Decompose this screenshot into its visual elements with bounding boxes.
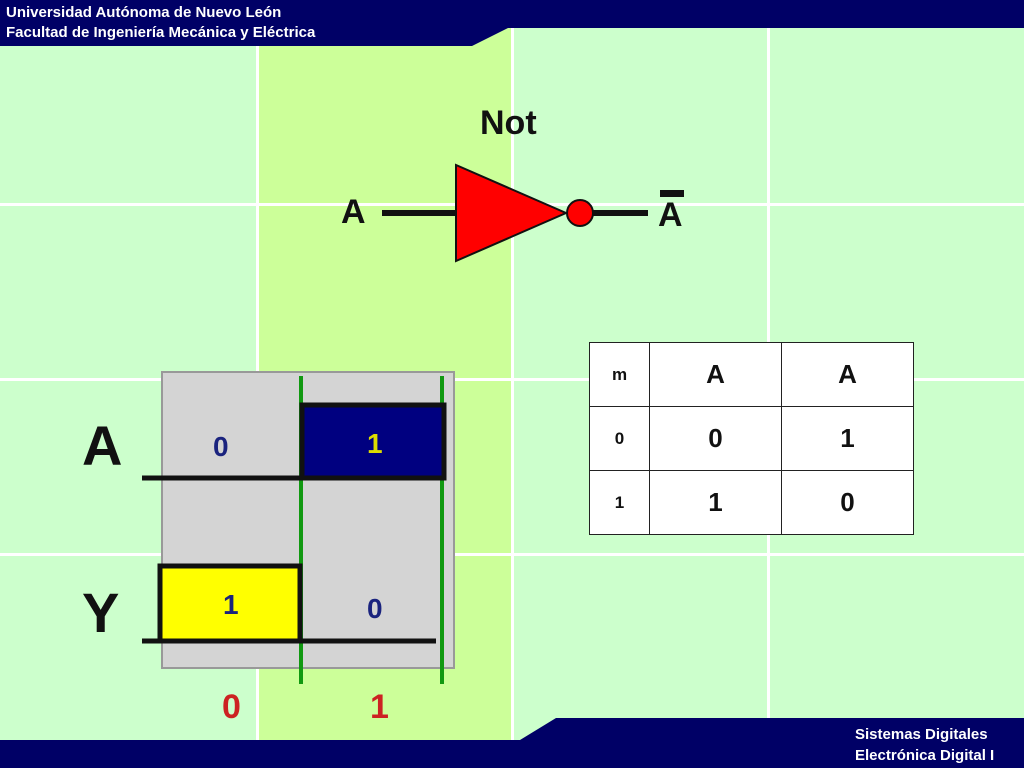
table-row: 1 1 0 [589, 470, 914, 535]
inversion-bubble [566, 199, 594, 227]
header-university: Universidad Autónoma de Nuevo León [6, 4, 282, 21]
table-header-cell: A [649, 342, 782, 407]
not-gate-symbol [382, 163, 648, 263]
table-header-row: m A A [589, 342, 914, 407]
a-high-pulse [299, 402, 447, 481]
table-header-cell: A [781, 342, 914, 407]
a-value-label: 1 [367, 428, 383, 459]
table-header-cell: m [589, 342, 650, 407]
gate-title: Not [480, 104, 537, 142]
x-axis-label: 0 [222, 688, 241, 726]
table-row: 0 0 1 [589, 406, 914, 471]
grid-line [0, 553, 1024, 556]
a-value-label: 0 [213, 431, 229, 462]
y-value-label: 1 [223, 589, 239, 620]
input-label: A [341, 193, 366, 231]
output-overbar [660, 190, 684, 197]
table-cell: 0 [589, 406, 650, 471]
footer-subject: Electrónica Digital I [855, 747, 995, 764]
footer-course: Sistemas Digitales [855, 726, 988, 743]
table-cell: 1 [589, 470, 650, 535]
table-cell: 0 [649, 406, 782, 471]
header-faculty: Facultad de Ingeniería Mecánica y Eléctr… [6, 24, 316, 41]
gate-triangle [455, 163, 569, 263]
truth-table: m A A 0 0 1 1 1 0 [589, 342, 914, 535]
timing-diagram: A Y 0 1 1 0 0 1 [82, 371, 455, 726]
grid-line [0, 378, 1024, 381]
x-axis-label: 1 [370, 688, 389, 726]
table-cell: 1 [649, 470, 782, 535]
table-cell: 1 [781, 406, 914, 471]
footer-banner [0, 718, 1024, 768]
table-cell: 0 [781, 470, 914, 535]
output-label: A [658, 196, 683, 234]
signal-y-label: Y [82, 581, 119, 644]
grid-line [511, 0, 514, 768]
header-banner [0, 0, 1024, 46]
y-value-label: 0 [367, 593, 383, 624]
signal-a-label: A [82, 414, 122, 477]
y-high-pulse [157, 563, 303, 644]
